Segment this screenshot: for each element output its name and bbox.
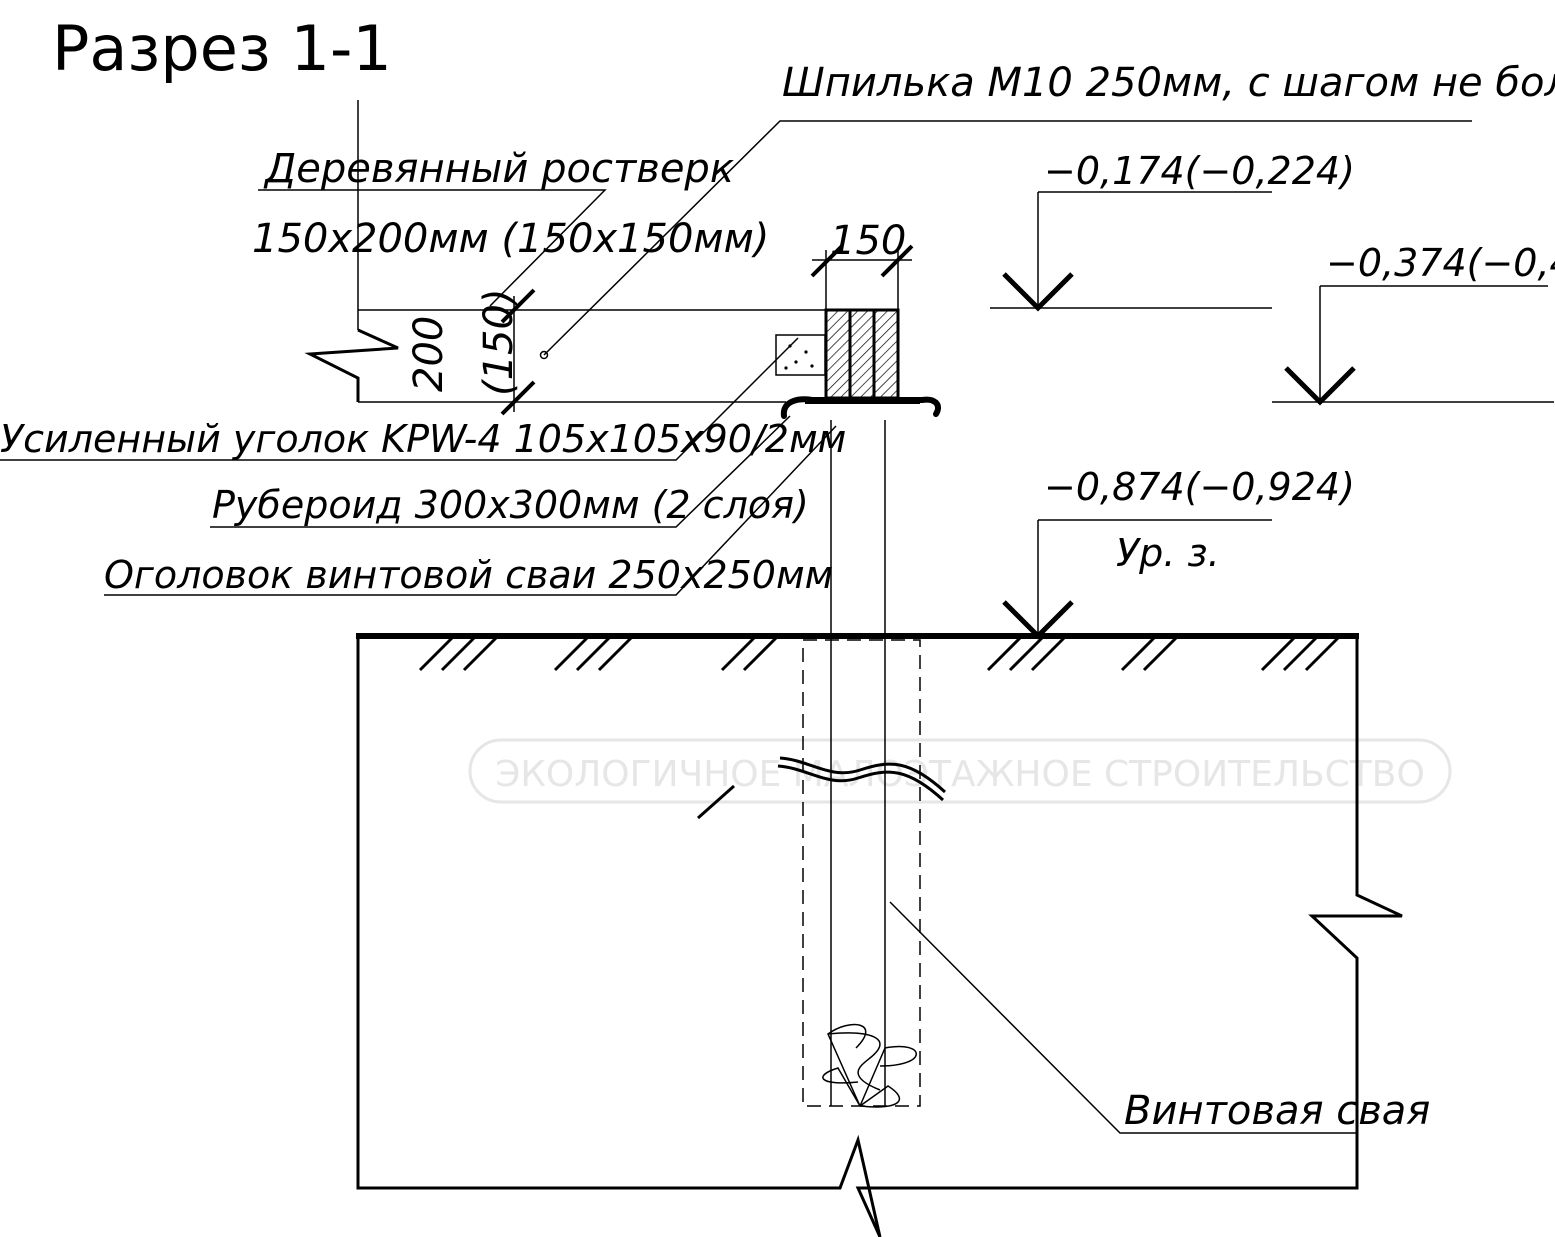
level-mid-value: −0,374(−0,424) [1326,241,1555,285]
level-top-value: −0,174(−0,224) [1044,149,1355,193]
level-mark-top [990,191,1272,312]
ground-hatching [418,636,1340,672]
level-mark-mid [1272,285,1554,406]
beam-height-dimension [357,100,826,416]
level-ground-value: −0,874(−0,924) [1044,465,1355,509]
timber-beam [824,308,900,400]
pile-label: Винтовая свая [1124,1088,1430,1134]
drawing-title: Разрез 1-1 [52,12,392,85]
angle-bracket [775,334,826,376]
pile-cap [780,396,942,419]
beam-width-dimension [810,244,914,310]
beam-label-line2: 150х200мм (150х150мм) [252,216,769,262]
watermark-tagline: ЭКОЛОГИЧНОЕ МАЛОЭТАЖНОЕ СТРОИТЕЛЬСТВО [495,754,1425,795]
cap-label: Оголовок винтовой сваи 250х250мм [104,553,833,597]
screw-pile [697,420,947,1108]
angle-label: Усиленный уголок KPW-4 105х105х90/2мм [0,417,846,461]
beam-break [304,328,399,402]
beam-label-line1: Деревянный ростверк [263,146,734,192]
ground-level-label: Ур. з. [1116,531,1220,575]
level-mark-ground [1002,519,1272,640]
roofing-label: Рубероид 300х300мм (2 слоя) [212,483,809,527]
stud-label: Шпилька М10 250мм, с шагом не более 1,2 … [782,60,1555,106]
leader-lines [0,120,1472,1134]
dimension-width: 150 [830,218,906,264]
watermark: ЭКОЛОГИЧНОЕ МАЛОЭТАЖНОЕ СТРОИТЕЛЬСТВО [468,738,1452,804]
dimension-height: 200 [406,316,452,392]
dimension-height-alt: (150) [476,288,522,396]
stud-marker [539,350,549,360]
soil-box [356,638,1403,1237]
